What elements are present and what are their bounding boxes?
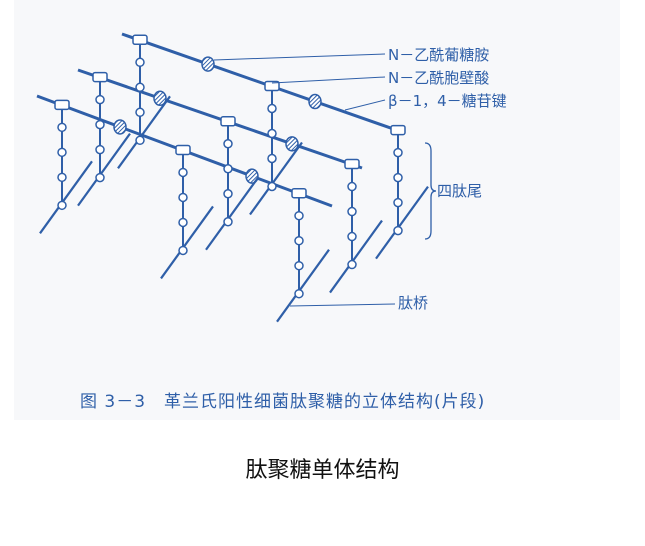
amino-acid-circle: [178, 245, 188, 256]
peptide-bridge: [249, 141, 303, 216]
label-nag: N－乙酰葡糖胺: [388, 46, 490, 64]
amino-acid-circle: [95, 144, 105, 155]
peptide-bridge: [329, 219, 383, 294]
amino-acid-circle: [294, 260, 304, 271]
subtitle: 肽聚糖单体结构: [245, 458, 400, 483]
nag-unit: [308, 93, 322, 110]
nam-unit: [390, 124, 406, 136]
amino-acid-circle: [57, 172, 67, 183]
nam-unit: [132, 34, 148, 46]
amino-acid-circle: [57, 200, 67, 211]
amino-acid-circle: [223, 189, 233, 199]
peptide-bridge: [205, 177, 259, 251]
amino-acid-circle: [135, 82, 145, 93]
amino-acid-circle: [294, 235, 304, 246]
nam-unit: [264, 80, 280, 92]
amino-acid-circle: [267, 128, 277, 139]
amino-acid-circle: [393, 172, 403, 183]
nag-unit: [113, 119, 127, 135]
nag-unit: [201, 56, 215, 72]
amino-acid-circle: [57, 122, 67, 133]
label-tetrapeptide: 四肽尾: [437, 182, 483, 200]
leader-line-bond: [344, 99, 386, 111]
nam-unit: [54, 99, 70, 111]
amino-acid-circle: [95, 172, 105, 183]
amino-acid-circle: [95, 119, 105, 130]
amino-acid-circle: [267, 153, 277, 164]
peptide-bridge: [160, 205, 214, 280]
nam-unit: [92, 71, 108, 83]
label-nam: N－乙酰胞壁酸: [388, 69, 490, 87]
amino-acid-circle: [294, 288, 304, 299]
nam-unit: [175, 144, 191, 156]
amino-acid-circle: [135, 57, 145, 68]
peptide-bridge: [276, 249, 330, 323]
glycan-strand: [77, 68, 363, 170]
peptide-bridge: [77, 132, 131, 207]
nag-unit: [153, 90, 167, 107]
nam-unit: [291, 187, 307, 199]
amino-acid-circle: [95, 94, 105, 105]
amino-acid-circle: [178, 217, 188, 228]
label-peptide-bridge: 肽桥: [398, 294, 429, 312]
nam-unit: [220, 116, 236, 127]
amino-acid-circle: [393, 147, 403, 158]
amino-acid-circle: [393, 197, 403, 208]
nam-unit: [344, 158, 360, 170]
amino-acid-circle: [135, 107, 145, 118]
amino-acid-circle: [178, 167, 188, 178]
nag-unit: [285, 136, 299, 152]
leader-line-bridge: [289, 303, 396, 307]
amino-acid-circle: [57, 147, 67, 158]
amino-acid-circle: [223, 217, 233, 227]
figure-caption: 图 3－3 革兰氏阳性细菌肽聚糖的立体结构(片段): [80, 392, 486, 412]
amino-acid-circle: [347, 259, 357, 270]
peptide-bridge: [39, 160, 93, 234]
nag-unit: [245, 168, 259, 184]
amino-acid-circle: [294, 210, 304, 221]
amino-acid-circle: [347, 181, 357, 192]
amino-acid-circle: [393, 225, 403, 236]
leader-line-nag: [213, 53, 386, 61]
leader-line-nam: [271, 76, 386, 84]
label-glycosidic-bond: β－1，4－糖苷键: [388, 92, 507, 110]
peptide-bridge: [117, 95, 171, 169]
amino-acid-circle: [178, 192, 188, 203]
amino-acid-circle: [347, 231, 357, 242]
glycan-strand: [121, 32, 403, 134]
amino-acid-circle: [223, 139, 233, 149]
amino-acid-circle: [135, 135, 145, 146]
amino-acid-circle: [223, 164, 233, 174]
amino-acid-circle: [267, 181, 277, 192]
peptidoglycan-diagram: [36, 32, 437, 323]
amino-acid-circle: [267, 103, 277, 114]
peptide-bridge: [375, 185, 429, 260]
amino-acid-circle: [347, 206, 357, 217]
brace: [424, 142, 437, 240]
figure-background: [14, 0, 620, 420]
